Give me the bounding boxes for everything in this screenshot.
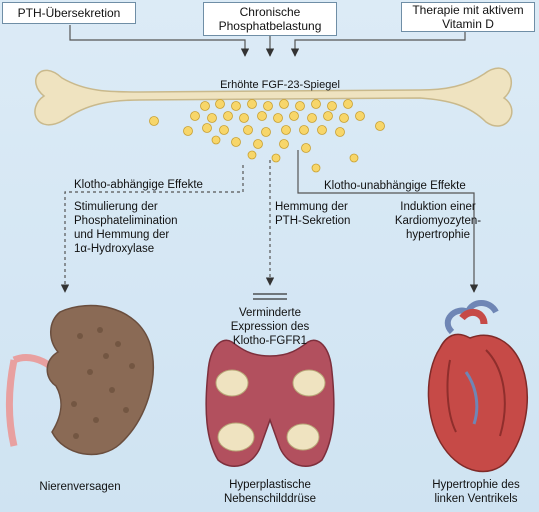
branch-label-klotho-independent: Klotho-unabhängige Effekte <box>324 179 466 193</box>
effect-kidney-line-3: und Hemmung der <box>74 228 178 242</box>
effect-klotho-line-2: Expression des <box>210 320 330 334</box>
effect-klotho-line-3: Klotho-FGFR1 <box>210 334 330 348</box>
organ-caption-heart-line-2: linken Ventrikels <box>414 492 538 506</box>
effect-pth-line-2: PTH-Sekretion <box>275 214 350 228</box>
inhibition-symbol <box>253 294 287 299</box>
effect-heart-line-2: Kardiomyozyten- <box>378 214 498 228</box>
effect-klotho: Verminderte Expression des Klotho-FGFR1 <box>210 306 330 348</box>
organ-caption-heart: Hypertrophie des linken Ventrikels <box>414 478 538 506</box>
effect-heart-line-1: Induktion einer <box>378 200 498 214</box>
cause-label-pth: PTH-Übersekretion <box>18 6 121 20</box>
fgf23-particles <box>150 100 385 173</box>
parathyroid-illustration <box>206 340 334 466</box>
cause-label-vitamin-d-2: Vitamin D <box>442 17 494 31</box>
effect-kidney-line-1: Stimulierung der <box>74 200 178 214</box>
branch-label-klotho-dependent: Klotho-abhängige Effekte <box>74 178 203 192</box>
effect-klotho-line-1: Verminderte <box>210 306 330 320</box>
effect-kidney-line-2: Phosphatelimination <box>74 214 178 228</box>
effect-pth-line-1: Hemmung der <box>275 200 350 214</box>
effect-kidney-line-4: 1α-Hydroxylase <box>74 242 178 256</box>
effect-kidney: Stimulierung der Phosphatelimination und… <box>74 200 178 256</box>
cause-label-phosphate-1: Chronische <box>240 5 301 19</box>
cause-box-pth: PTH-Übersekretion <box>2 2 136 24</box>
cause-label-vitamin-d-1: Therapie mit aktivem <box>412 3 523 17</box>
cause-box-vitamin-d: Therapie mit aktivem Vitamin D <box>401 2 535 32</box>
kidney-illustration <box>10 306 154 455</box>
effect-heart-line-3: hypertrophie <box>378 228 498 242</box>
organ-caption-kidney: Nierenversagen <box>20 480 140 494</box>
effect-heart: Induktion einer Kardiomyozyten- hypertro… <box>378 200 498 242</box>
organ-caption-thyroid-line-2: Nebenschilddrüse <box>205 492 335 506</box>
organ-caption-heart-line-1: Hypertrophie des <box>414 478 538 492</box>
cause-label-phosphate-2: Phosphatbelastung <box>219 19 322 33</box>
cause-box-phosphate: Chronische Phosphatbelastung <box>203 2 337 36</box>
effect-pth: Hemmung der PTH-Sekretion <box>275 200 350 228</box>
fgf23-label: Erhöhte FGF-23-Spiegel <box>190 78 370 92</box>
heart-illustration <box>428 303 527 471</box>
organ-caption-thyroid: Hyperplastische Nebenschilddrüse <box>205 478 335 506</box>
organ-caption-thyroid-line-1: Hyperplastische <box>205 478 335 492</box>
